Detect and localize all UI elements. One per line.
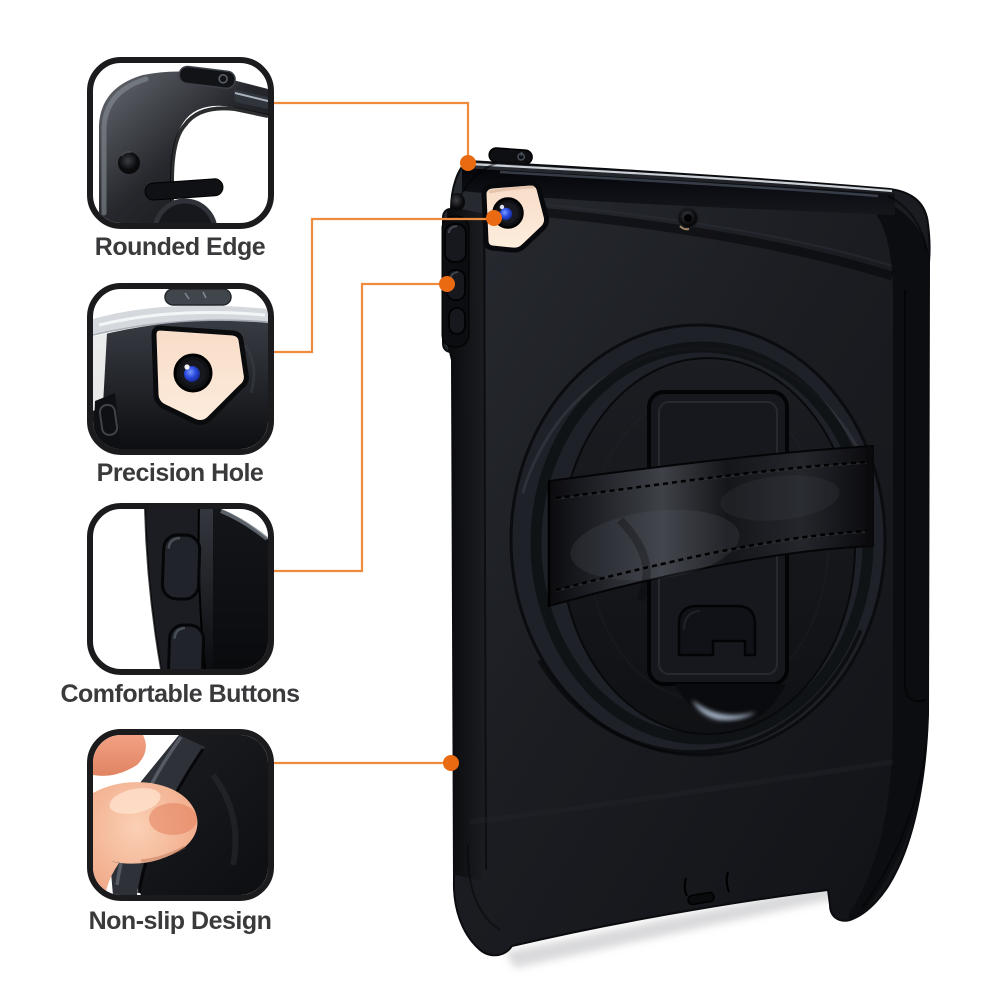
- camera-lens-closeup: [184, 366, 200, 382]
- hand-strap: [547, 444, 874, 608]
- callout-card-precision-hole: [87, 283, 274, 455]
- callout-photo-precision-hole: [93, 289, 268, 449]
- connector-line-comfortable-buttons: [274, 282, 443, 573]
- callout-label-non-slip-design: Non-slip Design: [88, 907, 272, 935]
- finger-upper: [93, 735, 146, 776]
- kickstand: [647, 390, 789, 686]
- case-body: [442, 159, 931, 957]
- connector-line-rounded-edge: [274, 101, 470, 158]
- top-button-closeup: [164, 289, 232, 306]
- ground-shadow: [505, 886, 838, 968]
- connector-dot-precision-hole: [486, 210, 502, 226]
- callout-label-precision-hole: Precision Hole: [96, 459, 264, 487]
- kickstand-recess: [674, 684, 786, 725]
- callout-photo-non-slip-design: [93, 735, 268, 895]
- callout-card-non-slip-design: [87, 729, 274, 901]
- volume-buttons: [441, 215, 470, 348]
- side-button-closeup: [160, 533, 202, 601]
- camera-cutout: [481, 180, 550, 253]
- kickstand-notch: [677, 604, 757, 657]
- callout-label-comfortable-buttons: Comfortable Buttons: [60, 680, 300, 708]
- side-button-closeup: [166, 623, 206, 669]
- camera-lens: [499, 207, 513, 221]
- callout-card-rounded-edge: [87, 57, 274, 229]
- rotating-ring: [509, 323, 887, 757]
- ring-inner-disc: [560, 357, 856, 735]
- callout-label-rounded-edge: Rounded Edge: [94, 233, 266, 261]
- callout-photo-rounded-edge: [99, 65, 268, 223]
- headphone-jack-hole: [449, 193, 465, 211]
- mic-hole: [677, 207, 699, 231]
- screen-edge-strip: [462, 168, 895, 215]
- callout-photo-comfortable-buttons: [144, 509, 268, 669]
- callout-card-comfortable-buttons: [87, 503, 274, 675]
- connector-dot-non-slip-design: [443, 755, 459, 771]
- jack-hole-closeup: [118, 152, 140, 174]
- power-button: [488, 147, 533, 165]
- connector-dot-rounded-edge: [460, 155, 476, 171]
- bottom-port-details: [683, 871, 730, 906]
- connector-dot-comfortable-buttons: [439, 276, 455, 292]
